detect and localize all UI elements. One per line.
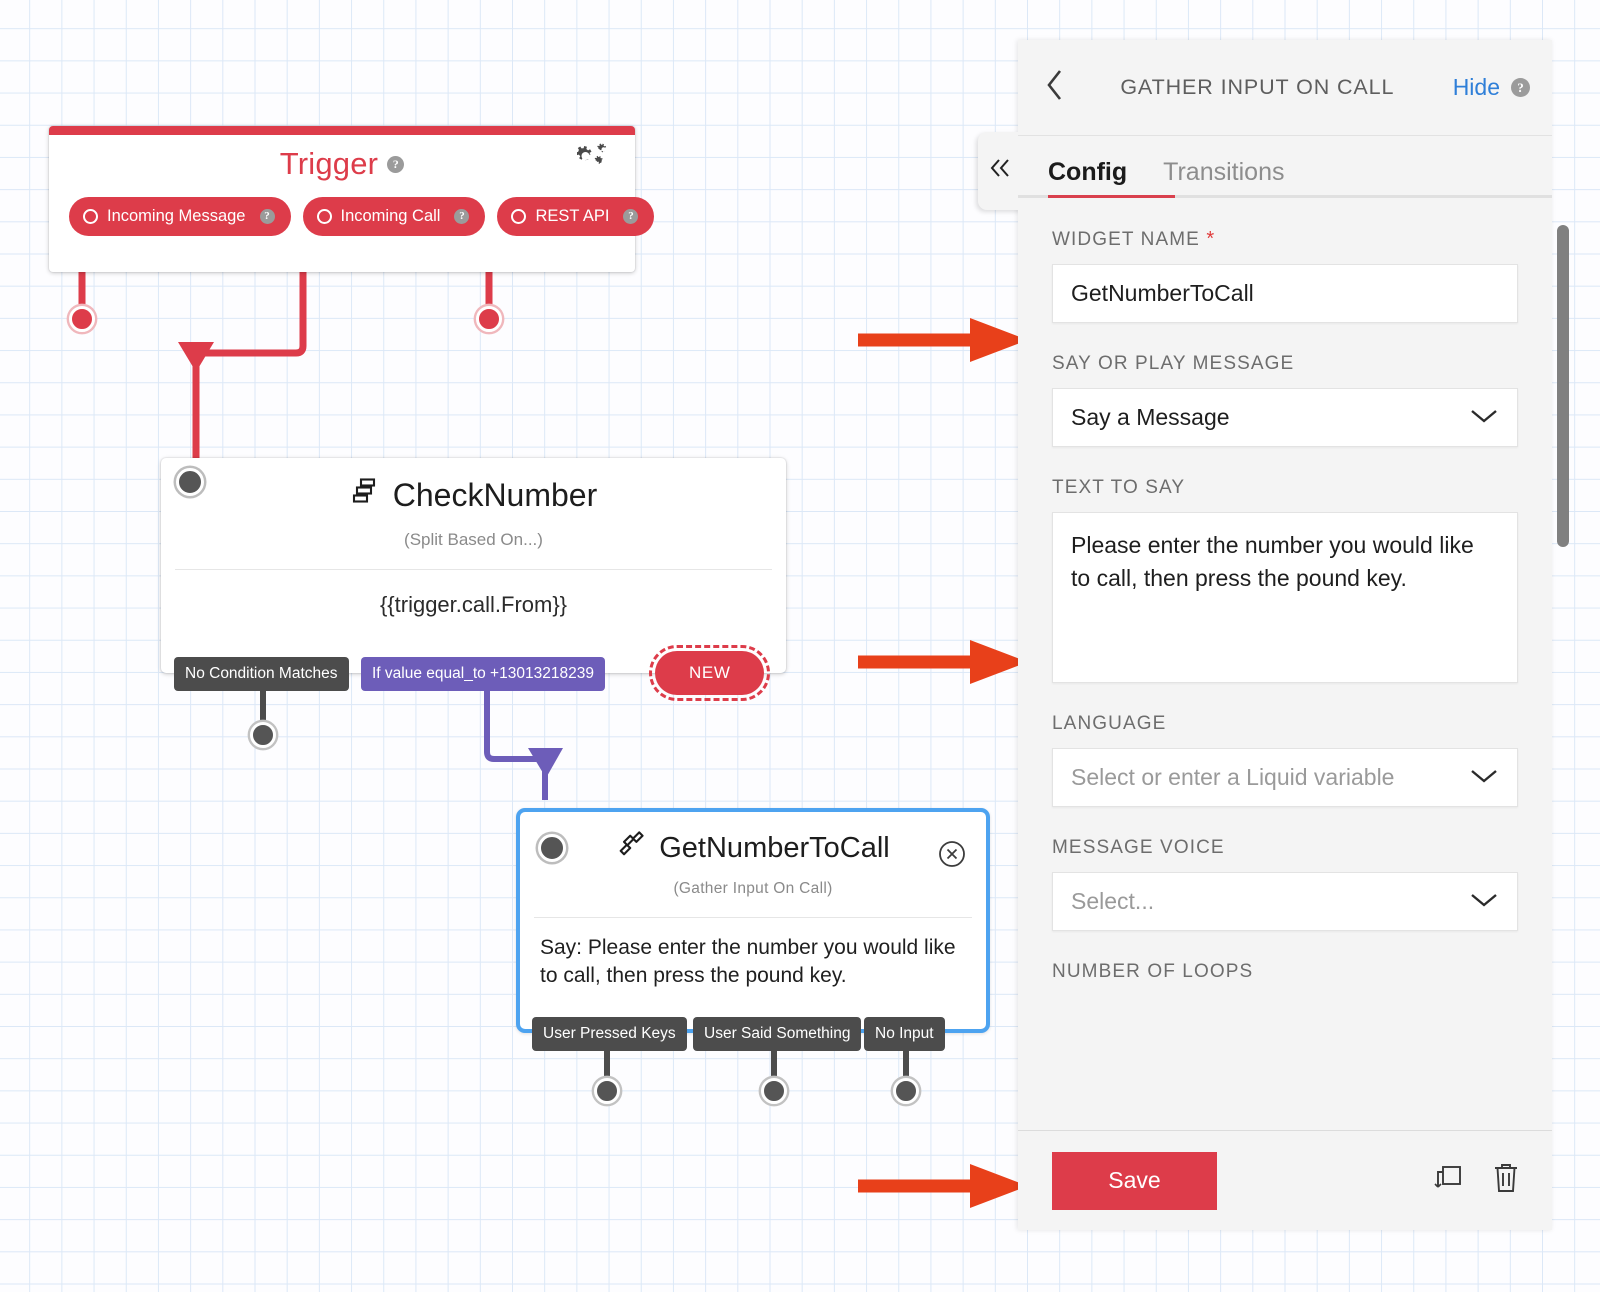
chevron-down-icon: [1469, 404, 1499, 431]
message-voice-placeholder: Select...: [1071, 888, 1155, 914]
get-number-say-text: Say: Please enter the number you would l…: [540, 936, 956, 987]
trigger-pill-label: REST API: [535, 207, 610, 225]
trigger-node[interactable]: Trigger ? Incoming Message: [49, 126, 655, 272]
get-number-subtitle: (Gather Input On Call): [673, 880, 833, 897]
transition-chip-no-input[interactable]: No Input: [864, 1017, 945, 1051]
help-circle-icon[interactable]: ?: [259, 209, 275, 224]
help-circle-icon[interactable]: ?: [623, 209, 639, 224]
get-number-title-row: GetNumberToCall: [520, 812, 986, 866]
trash-icon[interactable]: [1490, 1160, 1522, 1201]
language-label: LANGUAGE: [1052, 713, 1167, 734]
check-number-title-row: CheckNumber: [161, 458, 786, 514]
hide-link[interactable]: Hide: [1452, 74, 1500, 100]
panel-scrollbar[interactable]: [1557, 225, 1569, 547]
trigger-pills: Incoming Message ? Incoming Call ? REST …: [49, 193, 655, 236]
divider: [534, 917, 972, 918]
annotation-arrow-save: [858, 1164, 1028, 1208]
transition-chip-label: User Said Something: [704, 1025, 851, 1042]
page-title: Trigger: [279, 146, 379, 181]
language-placeholder: Select or enter a Liquid variable: [1071, 764, 1395, 790]
required-marker: *: [1206, 228, 1216, 250]
radio-circle-icon: [511, 209, 527, 224]
node-input-handle[interactable]: [176, 468, 204, 496]
panel-header: GATHER INPUT ON CALL Hide ?: [1018, 40, 1552, 136]
say-or-play-value: Say a Message: [1071, 404, 1230, 430]
radio-circle-icon: [83, 209, 98, 224]
save-button[interactable]: Save: [1052, 1151, 1217, 1210]
trigger-pill-label: Incoming Call: [340, 207, 441, 225]
check-number-title: CheckNumber: [392, 476, 598, 513]
get-number-title: GetNumberToCall: [659, 831, 890, 864]
panel-title: GATHER INPUT ON CALL: [1120, 75, 1395, 99]
widget-name-input[interactable]: GetNumberToCall: [1052, 264, 1518, 323]
transition-chip-label: If value equal_to +13013218239: [372, 665, 594, 682]
new-transition-label: NEW: [689, 663, 731, 682]
transition-chip-if-value-equal-to[interactable]: If value equal_to +13013218239: [361, 657, 605, 691]
trigger-pill-rest-api[interactable]: REST API ?: [497, 197, 655, 236]
gears-icon[interactable]: [575, 143, 611, 178]
annotation-arrow-widget-name: [858, 318, 1028, 362]
annotation-arrow-text-to-say: [858, 640, 1028, 684]
close-circle-icon[interactable]: [938, 840, 966, 873]
widget-name-label: WIDGET NAME *: [1052, 228, 1216, 250]
help-circle-icon[interactable]: ?: [454, 209, 470, 224]
chevron-down-icon: [1469, 888, 1499, 915]
message-voice-label: MESSAGE VOICE: [1052, 837, 1225, 858]
help-circle-icon[interactable]: ?: [387, 155, 405, 173]
radio-circle-icon: [316, 209, 332, 224]
new-transition-button[interactable]: NEW: [648, 645, 771, 701]
trigger-pill-label: Incoming Message: [107, 207, 246, 225]
footer-icons: [1430, 1160, 1522, 1201]
text-to-say-textarea[interactable]: Please enter the number you would like t…: [1052, 512, 1518, 683]
chevron-down-icon: [1469, 764, 1499, 791]
chevron-left-icon[interactable]: [1044, 68, 1066, 107]
tabs-underline-active: [1048, 195, 1175, 198]
transition-chip-user-pressed-keys[interactable]: User Pressed Keys: [532, 1017, 687, 1051]
connector-endpoint-no-condition-matches[interactable]: [250, 722, 276, 748]
phone-icon: [616, 830, 648, 866]
number-of-loops-label: NUMBER OF LOOPS: [1052, 961, 1254, 982]
say-or-play-label: SAY OR PLAY MESSAGE: [1052, 353, 1295, 374]
trigger-pill-incoming-message[interactable]: Incoming Message ?: [69, 197, 291, 236]
text-to-say-label: TEXT TO SAY: [1052, 477, 1186, 498]
trigger-title-row: Trigger ?: [49, 135, 635, 193]
tab-config[interactable]: Config: [1048, 158, 1128, 186]
panel-tabs: Config Transitions: [1018, 136, 1552, 198]
say-or-play-select[interactable]: Say a Message: [1052, 388, 1518, 447]
help-circle-icon[interactable]: ?: [1511, 78, 1530, 97]
transition-chip-label: User Pressed Keys: [543, 1025, 676, 1042]
message-voice-select[interactable]: Select...: [1052, 872, 1518, 931]
transition-chip-no-condition-matches[interactable]: No Condition Matches: [174, 657, 349, 691]
connector-endpoint-user-said-something[interactable]: [761, 1078, 787, 1104]
connector-endpoint-user-pressed-keys[interactable]: [594, 1078, 620, 1104]
panel-footer: Save: [1018, 1130, 1552, 1230]
language-select[interactable]: Select or enter a Liquid variable: [1052, 748, 1518, 807]
split-branch-icon: [350, 476, 380, 514]
connector-endpoint-rest-api[interactable]: [476, 306, 502, 332]
trigger-pill-incoming-call[interactable]: Incoming Call ?: [302, 197, 486, 236]
widget-config-panel[interactable]: GATHER INPUT ON CALL Hide ? Config Trans…: [978, 40, 1552, 1230]
panel-collapse-button[interactable]: [978, 132, 1022, 210]
tab-transitions[interactable]: Transitions: [1163, 158, 1285, 186]
double-chevron-left-icon: [986, 156, 1014, 187]
transition-chip-user-said-something[interactable]: User Said Something: [693, 1017, 862, 1051]
connector-endpoint-no-input[interactable]: [893, 1078, 919, 1104]
tabs-underline: [1018, 195, 1552, 198]
node-input-handle[interactable]: [538, 834, 566, 862]
transition-chip-label: No Condition Matches: [185, 665, 338, 682]
divider: [175, 569, 772, 570]
check-number-node[interactable]: CheckNumber (Split Based On...) {{trigge…: [161, 458, 786, 673]
transition-chip-label: No Input: [875, 1025, 934, 1042]
check-number-subtitle: (Split Based On...): [404, 530, 543, 549]
panel-form: WIDGET NAME * GetNumberToCall SAY OR PLA…: [1018, 198, 1552, 1130]
duplicate-icon[interactable]: [1430, 1161, 1466, 1200]
check-number-expression: {{trigger.call.From}}: [379, 592, 568, 617]
widget-name-value: GetNumberToCall: [1071, 280, 1254, 306]
get-number-to-call-node[interactable]: GetNumberToCall (Gather Input On Call) S…: [516, 808, 990, 1033]
connector-endpoint-incoming-message[interactable]: [69, 306, 95, 332]
